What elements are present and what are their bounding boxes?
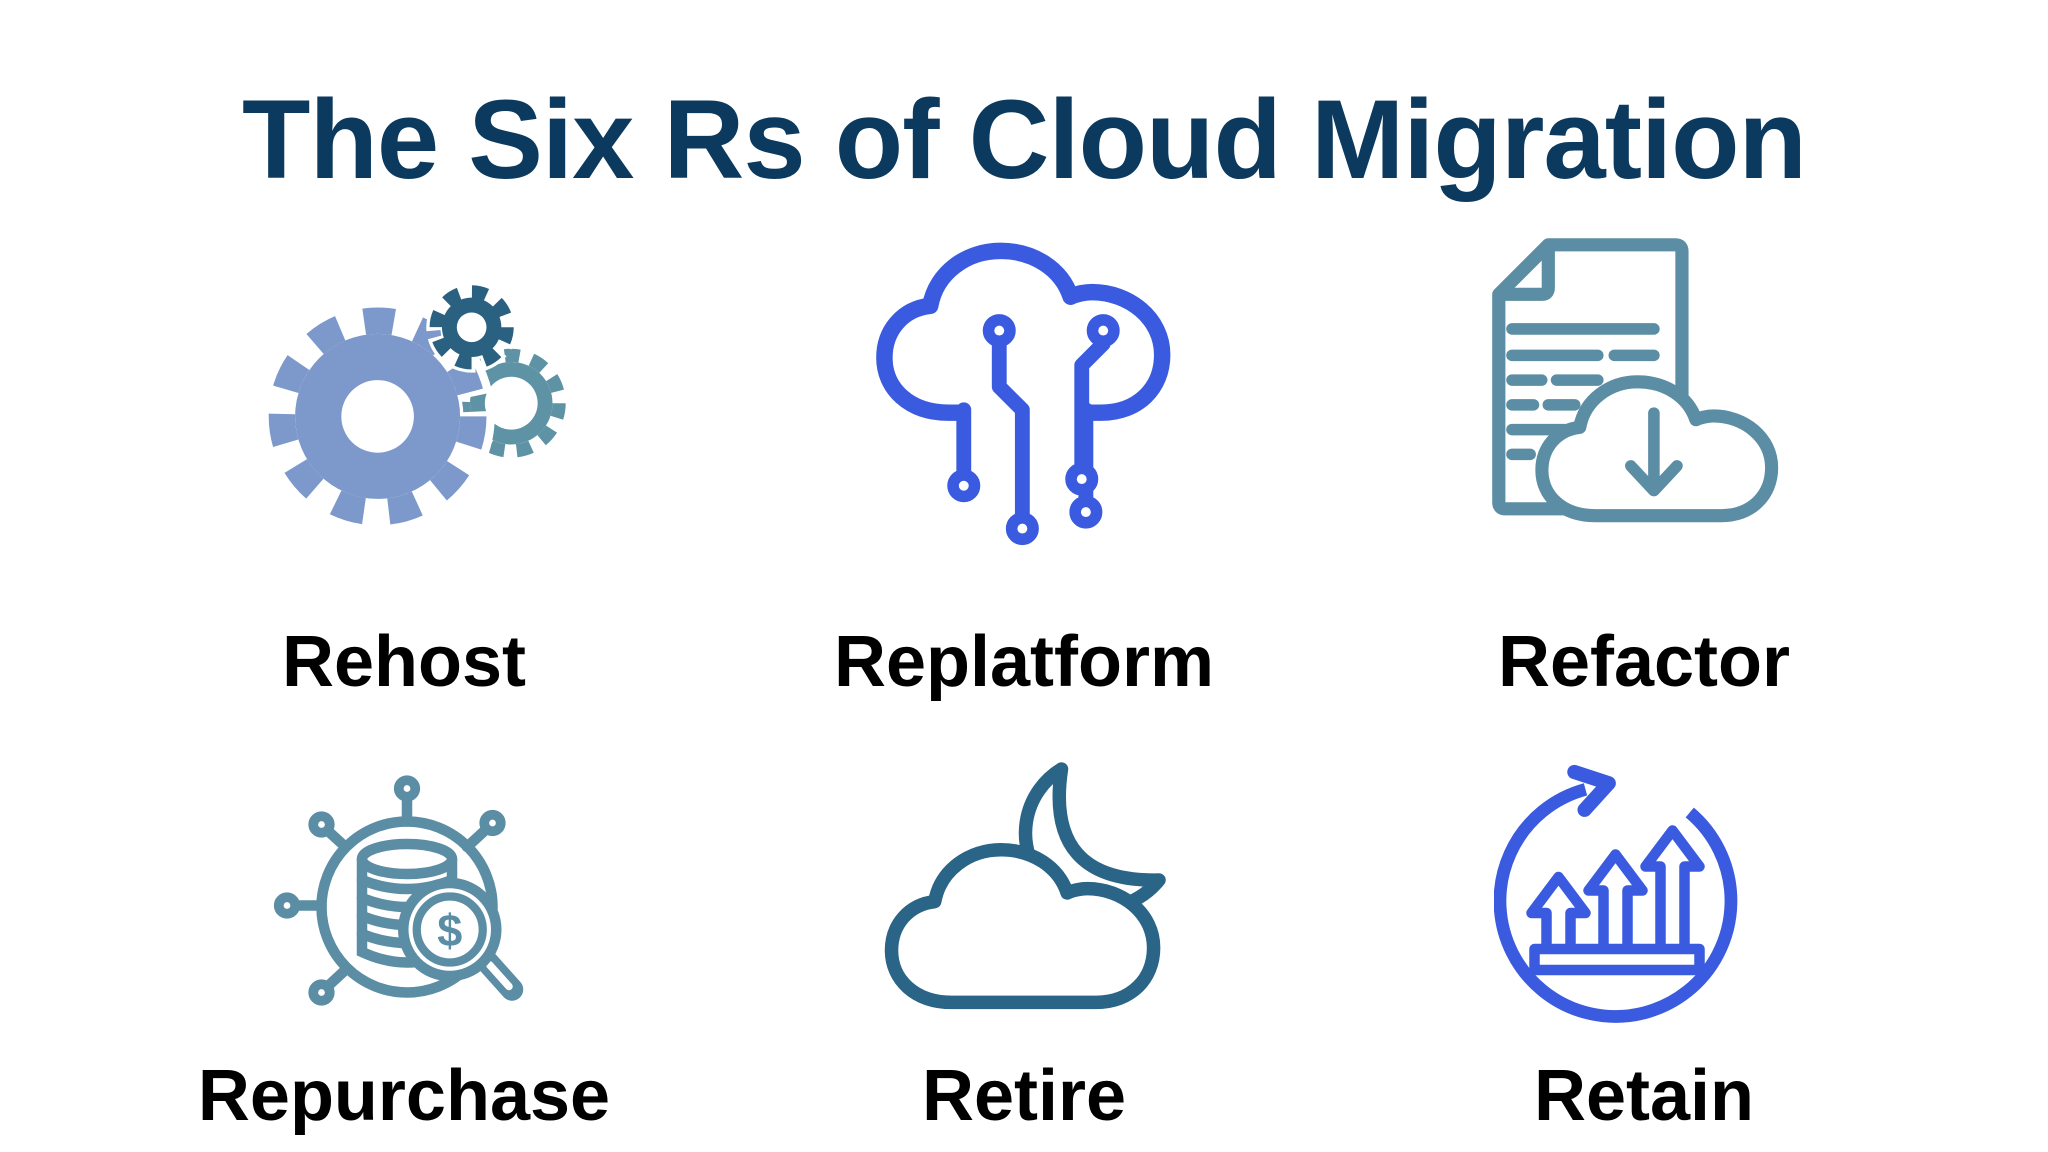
retain-icon-box xyxy=(1494,748,1794,1048)
repurchase-icon-box: $ xyxy=(254,748,554,1048)
strategy-card-refactor: Refactor xyxy=(1334,224,1954,698)
svg-text:$: $ xyxy=(437,905,462,956)
magnifier-dollar-icon: $ xyxy=(398,877,524,1001)
page-title: The Six Rs of Cloud Migration xyxy=(242,77,1807,202)
coins-magnifier-network-icon: $ xyxy=(273,775,524,1006)
cloud-moon-icon xyxy=(884,762,1166,1010)
growth-arrows xyxy=(1526,825,1705,976)
strategy-label-repurchase: Repurchase xyxy=(197,1056,611,1136)
download-arrow-icon xyxy=(1625,407,1683,497)
gear-small xyxy=(426,281,518,373)
rehost-icon-box xyxy=(239,224,569,556)
gear-large xyxy=(260,299,495,534)
cloud-outline xyxy=(876,242,1171,421)
replatform-icon-box xyxy=(859,224,1189,556)
growth-arrows-cycle-icon xyxy=(1494,764,1738,1023)
strategy-label-rehost: Rehost xyxy=(281,622,527,702)
strategy-card-retire: Retire xyxy=(714,698,1334,1132)
strategy-card-repurchase: $ Repurchase xyxy=(94,698,714,1132)
strategy-label-retire: Retire xyxy=(921,1056,1127,1136)
cycle-arc xyxy=(1494,783,1738,1023)
cloud-outline xyxy=(884,842,1161,1010)
strategy-label-replatform: Replatform xyxy=(833,622,1215,702)
network-nodes xyxy=(273,775,506,1006)
migration-strategies-grid: Rehost xyxy=(0,224,2048,1132)
cycle-arrowhead xyxy=(1567,764,1616,817)
strategy-card-rehost: Rehost xyxy=(94,224,714,698)
strategy-label-retain: Retain xyxy=(1533,1056,1755,1136)
document-text-lines xyxy=(1506,323,1660,461)
strategy-label-refactor: Refactor xyxy=(1497,622,1791,702)
circuit-nodes xyxy=(947,314,1120,546)
header: The Six Rs of Cloud Migration xyxy=(0,0,2048,196)
strategy-card-retain: Retain xyxy=(1334,698,1954,1132)
document-cloud-download-icon xyxy=(1492,238,1779,523)
retire-icon-box xyxy=(874,748,1174,1048)
refactor-icon-box xyxy=(1479,224,1809,556)
document-fold xyxy=(1498,244,1555,301)
strategy-card-replatform: Replatform xyxy=(714,224,1334,698)
cloud-circuit-icon xyxy=(876,242,1171,546)
gears-icon xyxy=(260,281,566,534)
baseline-bar xyxy=(1529,943,1705,976)
